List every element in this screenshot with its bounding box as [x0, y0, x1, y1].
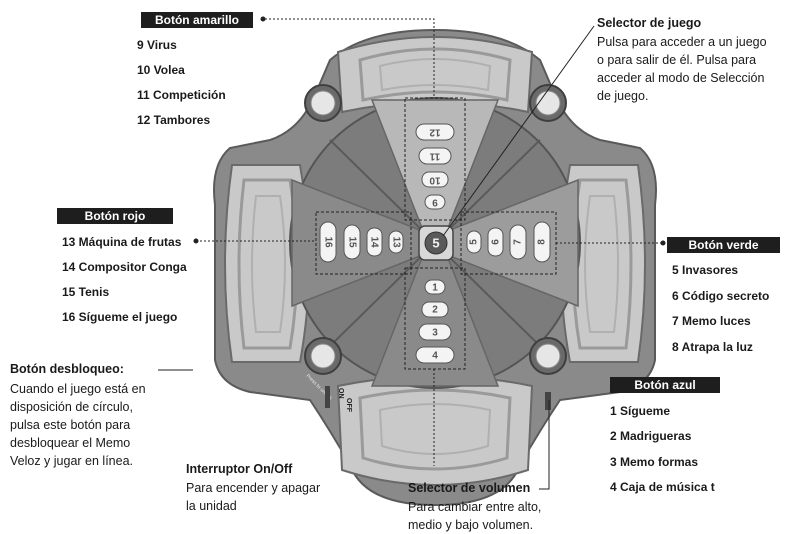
- game-selector-label: 5: [432, 235, 439, 250]
- yellow-item-11: 11 Competición: [137, 88, 226, 102]
- green-item-7: 7 Memo luces: [672, 314, 751, 328]
- game-selector-line-4: de juego.: [597, 89, 649, 103]
- red-item-13: 13 Máquina de frutas: [62, 235, 182, 249]
- game-button-5[interactable]: [466, 230, 482, 254]
- game-button-label-16: 16: [322, 236, 333, 248]
- power-switch[interactable]: ON OFF: [325, 386, 352, 413]
- game-selector-description: Pulsa para acceder a un juego o para sal…: [597, 33, 767, 105]
- red-item-15: 15 Tenis: [62, 285, 110, 299]
- game-button-label-5: 5: [469, 239, 480, 245]
- power-switch-on: ON: [337, 388, 344, 399]
- game-button-6[interactable]: [487, 227, 504, 257]
- bottom-pad[interactable]: [336, 375, 534, 486]
- unlock-title: Botón desbloqueo:: [10, 362, 124, 376]
- green-item-5: 5 Invasores: [672, 263, 739, 277]
- game-selector-title: Selector de juego: [597, 16, 702, 30]
- game-button-7[interactable]: [509, 224, 527, 260]
- volume-description: Para cambiar entre alto, medio y bajo vo…: [408, 498, 541, 534]
- blue-item-2: 2 Madrigueras: [610, 429, 692, 443]
- game-button-13[interactable]: [388, 230, 404, 254]
- power-title: Interruptor On/Off: [186, 462, 293, 476]
- unlock-button[interactable]: [304, 337, 342, 375]
- game-button-label-8: 8: [537, 239, 548, 245]
- red-item-14: 14 Compositor Conga: [62, 260, 187, 274]
- green-item-8: 8 Atrapa la luz: [672, 340, 753, 354]
- yellow-item-12: 12 Tambores: [137, 113, 211, 127]
- corner-button-top-left[interactable]: [304, 84, 342, 122]
- game-button-label-2: 2: [432, 305, 438, 316]
- blue-item-1: 1 Sígueme: [610, 404, 671, 418]
- game-button-15[interactable]: [343, 224, 361, 260]
- game-button-14[interactable]: [366, 227, 383, 257]
- game-button-label-1: 1: [432, 283, 438, 294]
- left-game-buttons: [319, 221, 404, 263]
- green-button-tag: Botón verde: [667, 237, 780, 253]
- game-button-label-12: 12: [429, 126, 441, 137]
- power-line-2: la unidad: [186, 499, 237, 513]
- game-selector-line-2: o para salir de él. Pulsa para: [597, 53, 757, 67]
- game-button-label-13: 13: [390, 236, 401, 248]
- game-button-label-10: 10: [429, 174, 441, 185]
- game-button-label-11: 11: [429, 150, 440, 161]
- corner-button-top-right[interactable]: [529, 84, 567, 122]
- unlock-line-5: Veloz y jugar en línea.: [10, 454, 133, 468]
- game-button-9[interactable]: [424, 194, 446, 210]
- yellow-item-9: 9 Virus: [137, 38, 177, 52]
- red-item-16: 16 Sígueme el juego: [62, 310, 178, 324]
- leader-yellow: [265, 18, 435, 98]
- volume-line-2: medio y bajo volumen.: [408, 518, 534, 532]
- unlock-line-1: Cuando el juego está en: [10, 382, 146, 396]
- game-button-label-7: 7: [513, 239, 524, 245]
- unlock-line-4: desbloquear el Memo: [10, 436, 131, 450]
- blue-item-4: 4 Caja de música t: [610, 480, 715, 494]
- right-game-buttons: [466, 221, 551, 263]
- game-selector-button[interactable]: 5: [418, 225, 454, 261]
- volume-title: Selector de volumen: [408, 481, 531, 495]
- game-button-1[interactable]: [424, 279, 446, 295]
- game-button-label-3: 3: [432, 328, 438, 339]
- yellow-item-10: 10 Volea: [137, 63, 185, 77]
- game-button-8[interactable]: [533, 221, 551, 263]
- top-game-buttons: [415, 123, 455, 210]
- game-button-label-15: 15: [346, 236, 357, 248]
- green-item-6: 6 Código secreto: [672, 289, 770, 303]
- game-button-label-14: 14: [368, 236, 379, 248]
- bottom-game-buttons: [415, 279, 455, 364]
- game-button-10[interactable]: [421, 171, 449, 188]
- volume-switch[interactable]: [545, 392, 551, 410]
- corner-button-bottom-right[interactable]: [529, 337, 567, 375]
- game-button-label-9: 9: [432, 196, 438, 207]
- game-selector-line-1: Pulsa para acceder a un juego: [597, 35, 767, 49]
- game-selector-line-3: acceder al modo de Selección: [597, 71, 765, 85]
- game-button-label-6: 6: [491, 239, 502, 245]
- game-button-16[interactable]: [319, 221, 337, 263]
- game-button-3[interactable]: [418, 323, 452, 341]
- unlock-line-2: disposición de círculo,: [10, 400, 133, 414]
- red-button-tag: Botón rojo: [57, 208, 173, 224]
- yellow-button-tag: Botón amarillo: [141, 12, 253, 28]
- game-button-11[interactable]: [418, 147, 452, 165]
- blue-item-3: 3 Memo formas: [610, 455, 699, 469]
- blue-button-tag: Botón azul: [610, 377, 720, 393]
- game-button-12[interactable]: [415, 123, 455, 141]
- game-button-4[interactable]: [415, 346, 455, 364]
- power-line-1: Para encender y apagar: [186, 481, 321, 495]
- highlight-left-buttons: [315, 211, 412, 275]
- leader-game-selector: [442, 25, 595, 237]
- leader-volume: [539, 400, 550, 490]
- highlight-top-buttons: [404, 97, 466, 221]
- unlock-line-3: pulsa este botón para: [10, 418, 131, 432]
- highlight-bottom-buttons: [404, 267, 466, 370]
- power-switch-off: OFF: [345, 398, 352, 413]
- volume-line-1: Para cambiar entre alto,: [408, 500, 542, 514]
- game-button-label-4: 4: [432, 351, 438, 362]
- game-button-2[interactable]: [421, 301, 449, 318]
- unlock-description: Cuando el juego está en disposición de c…: [10, 380, 146, 470]
- power-description: Para encender y apagar la unidad: [186, 479, 320, 515]
